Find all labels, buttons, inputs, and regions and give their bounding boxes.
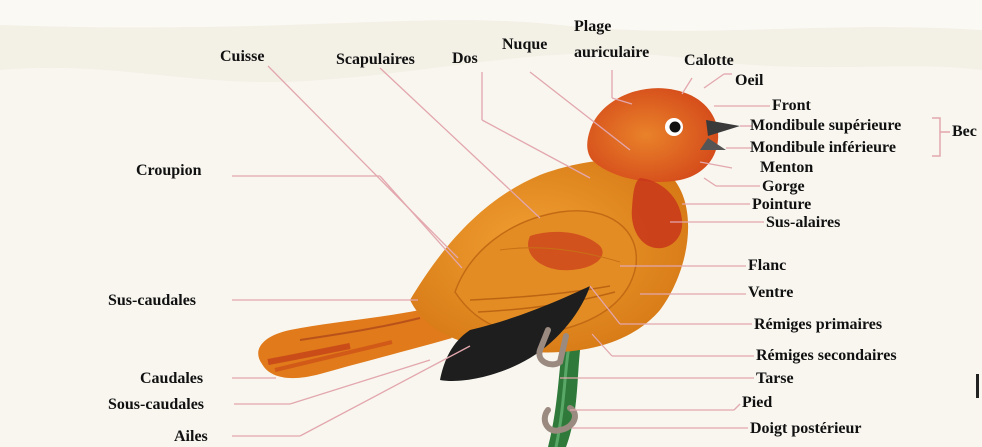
label-plage-line2: auriculaire [574,44,649,62]
label-nuque: Nuque [502,36,547,54]
label-mandibule-inferieure: Mondibule inférieure [750,139,896,157]
label-oeil: Oeil [735,72,763,90]
label-gorge: Gorge [762,178,805,196]
label-pointure: Pointure [752,196,811,214]
label-sus-alaires: Sus-alaires [766,214,840,232]
label-croupion: Croupion [136,162,202,180]
label-ventre: Ventre [748,284,793,302]
label-flanc: Flanc [748,257,786,275]
label-tarse: Tarse [756,370,794,388]
label-cuisse: Cuisse [220,48,264,66]
label-calotte: Calotte [684,52,734,70]
label-remiges-primaires: Rémiges primaires [754,316,882,334]
label-sus-caudales: Sus-caudales [108,292,196,310]
label-menton: Menton [760,159,813,177]
label-doigt-posterieur: Doigt postérieur [750,420,862,438]
label-ailes: Ailes [174,428,208,446]
label-pied: Pied [742,394,772,412]
label-mandibule-superieure: Mondibule supérieure [750,117,901,135]
label-bec: Bec [952,123,977,141]
label-sous-caudales: Sous-caudales [108,396,204,414]
label-caudales: Caudales [140,370,203,388]
label-dos: Dos [452,50,478,68]
label-remiges-secondaires: Rémiges secondaires [756,347,897,365]
label-front: Front [772,97,811,115]
label-plage-line1: Plage [574,18,611,36]
label-scapulaires: Scapulaires [336,51,415,69]
